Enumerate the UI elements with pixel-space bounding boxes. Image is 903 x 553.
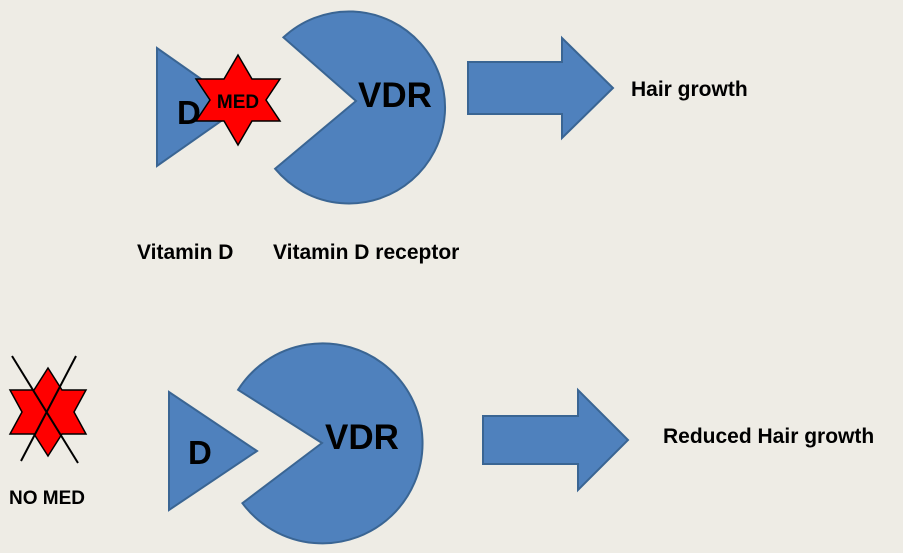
crossed-star-shape (8, 366, 88, 458)
vitamin-d-caption: Vitamin D (137, 241, 234, 264)
med-star-label: MED (217, 92, 259, 113)
vitamin-d-triangle (156, 46, 243, 168)
hair-growth-label: Hair growth (631, 78, 748, 101)
vitamin-d-letter: D (177, 94, 201, 131)
med-star: MED (194, 53, 282, 147)
no-med-crossed-star (8, 355, 88, 464)
bottom-row: D VDR (8, 342, 630, 545)
vitamin-d-triangle-bottom (168, 390, 259, 512)
vdr-receptor-label-bottom: VDR (325, 418, 399, 457)
vdr-receptor-label: VDR (358, 76, 432, 115)
vdr-receptor-pacman-bottom (236, 342, 424, 545)
top-row: D MED VDR (156, 10, 615, 205)
cross-line-b (20, 355, 77, 462)
reduced-hair-growth-arrow (482, 387, 630, 493)
vdr-receptor-pacman (273, 10, 447, 205)
hair-growth-arrow (467, 35, 615, 141)
vitamin-d-receptor-caption: Vitamin D receptor (273, 241, 460, 264)
no-med-label: NO MED (9, 488, 85, 509)
cross-line-a (11, 355, 79, 464)
vitamin-d-letter-bottom: D (188, 434, 212, 471)
reduced-hair-growth-label: Reduced Hair growth (663, 425, 875, 448)
med-star-shape (194, 53, 282, 147)
